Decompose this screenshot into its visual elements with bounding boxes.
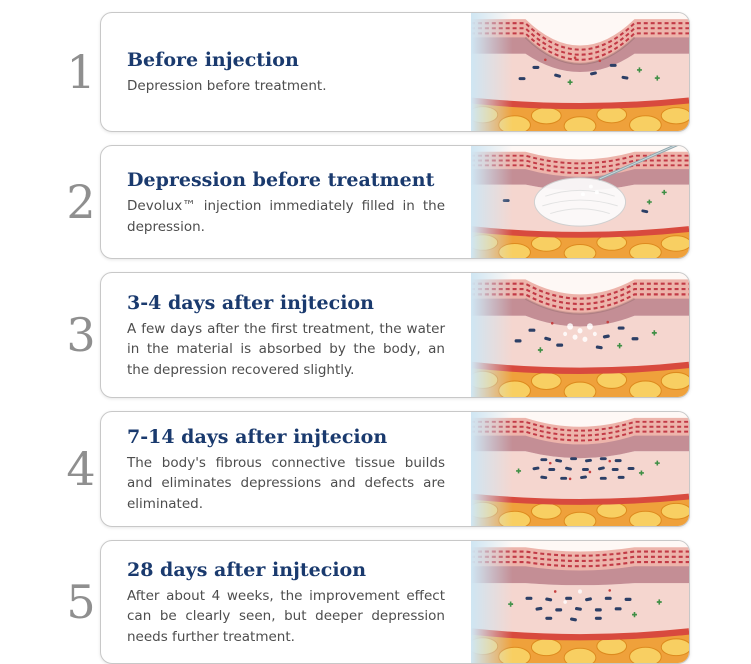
green-particles bbox=[516, 460, 660, 476]
skin-cross-section-illustration-28-days bbox=[471, 541, 689, 663]
step-title-3: 3-4 days after injtecion bbox=[127, 292, 374, 315]
absorbing-material bbox=[563, 323, 597, 342]
step-description-4: The body's fibrous connective tissue bui… bbox=[127, 455, 445, 512]
fiber-particles bbox=[518, 63, 629, 81]
filler-material bbox=[533, 177, 627, 227]
dermis-layer bbox=[471, 451, 689, 501]
step-text-5: 28 days after injtecion After about 4 we… bbox=[101, 541, 457, 663]
step-number-1: 1 bbox=[66, 45, 96, 99]
green-particles bbox=[646, 189, 667, 205]
step-card-5: 28 days after injtecion After about 4 we… bbox=[100, 540, 690, 664]
step-description-5: After about 4 weeks, the improvement eff… bbox=[127, 588, 445, 645]
step-title-4: 7-14 days after injtecion bbox=[127, 426, 388, 449]
step-text-1: Before injection Depression before treat… bbox=[101, 13, 457, 131]
step-row-4: 4 7-14 days after injtecion The body's f… bbox=[62, 411, 751, 527]
green-particles bbox=[567, 67, 660, 85]
step-card-3: 3-4 days after injtecion A few days afte… bbox=[100, 272, 690, 398]
step-number-3: 3 bbox=[66, 308, 96, 362]
dermis-layer bbox=[471, 315, 689, 370]
skin-cross-section-illustration-injection bbox=[471, 146, 689, 258]
step-text-4: 7-14 days after injtecion The body's fib… bbox=[101, 412, 457, 526]
fibrous-tissue bbox=[525, 596, 632, 622]
step-description-3: A few days after the first treatment, th… bbox=[127, 321, 445, 378]
step-row-3: 3 3-4 days after injtecion A few days af… bbox=[62, 272, 751, 398]
skin-cross-section-illustration-before bbox=[471, 13, 689, 131]
step-title-1: Before injection bbox=[127, 49, 299, 72]
step-row-2: 2 Depression before treatment Devolux™ i… bbox=[62, 145, 751, 259]
skin-cross-section-illustration-3-4-days bbox=[471, 273, 689, 397]
step-number-5: 5 bbox=[66, 575, 96, 629]
step-card-2: Depression before treatment Devolux™ inj… bbox=[100, 145, 690, 259]
step-card-1: Before injection Depression before treat… bbox=[100, 12, 690, 132]
step-title-5: 28 days after injtecion bbox=[127, 559, 367, 582]
step-text-2: Depression before treatment Devolux™ inj… bbox=[101, 146, 457, 258]
step-title-2: Depression before treatment bbox=[127, 169, 435, 192]
step-number-4: 4 bbox=[66, 442, 96, 496]
step-description-1: Depression before treatment. bbox=[127, 78, 327, 95]
step-row-1: 1 Before injection Depression before tre… bbox=[62, 12, 751, 132]
skin-cross-section-illustration-7-14-days bbox=[471, 412, 689, 526]
step-row-5: 5 28 days after injtecion After about 4 … bbox=[62, 540, 751, 664]
syringe-needle-icon bbox=[580, 146, 678, 197]
dermis-layer bbox=[471, 53, 689, 105]
fiber-particles bbox=[514, 326, 639, 350]
step-card-4: 7-14 days after injtecion The body's fib… bbox=[100, 411, 690, 527]
step-number-2: 2 bbox=[66, 175, 96, 229]
green-particles bbox=[537, 330, 657, 353]
fibrous-tissue bbox=[532, 457, 635, 480]
step-description-2: Devolux™ injection immediately filled in… bbox=[127, 198, 445, 235]
step-text-3: 3-4 days after injtecion A few days afte… bbox=[101, 273, 457, 397]
epidermis-depression bbox=[471, 19, 689, 64]
